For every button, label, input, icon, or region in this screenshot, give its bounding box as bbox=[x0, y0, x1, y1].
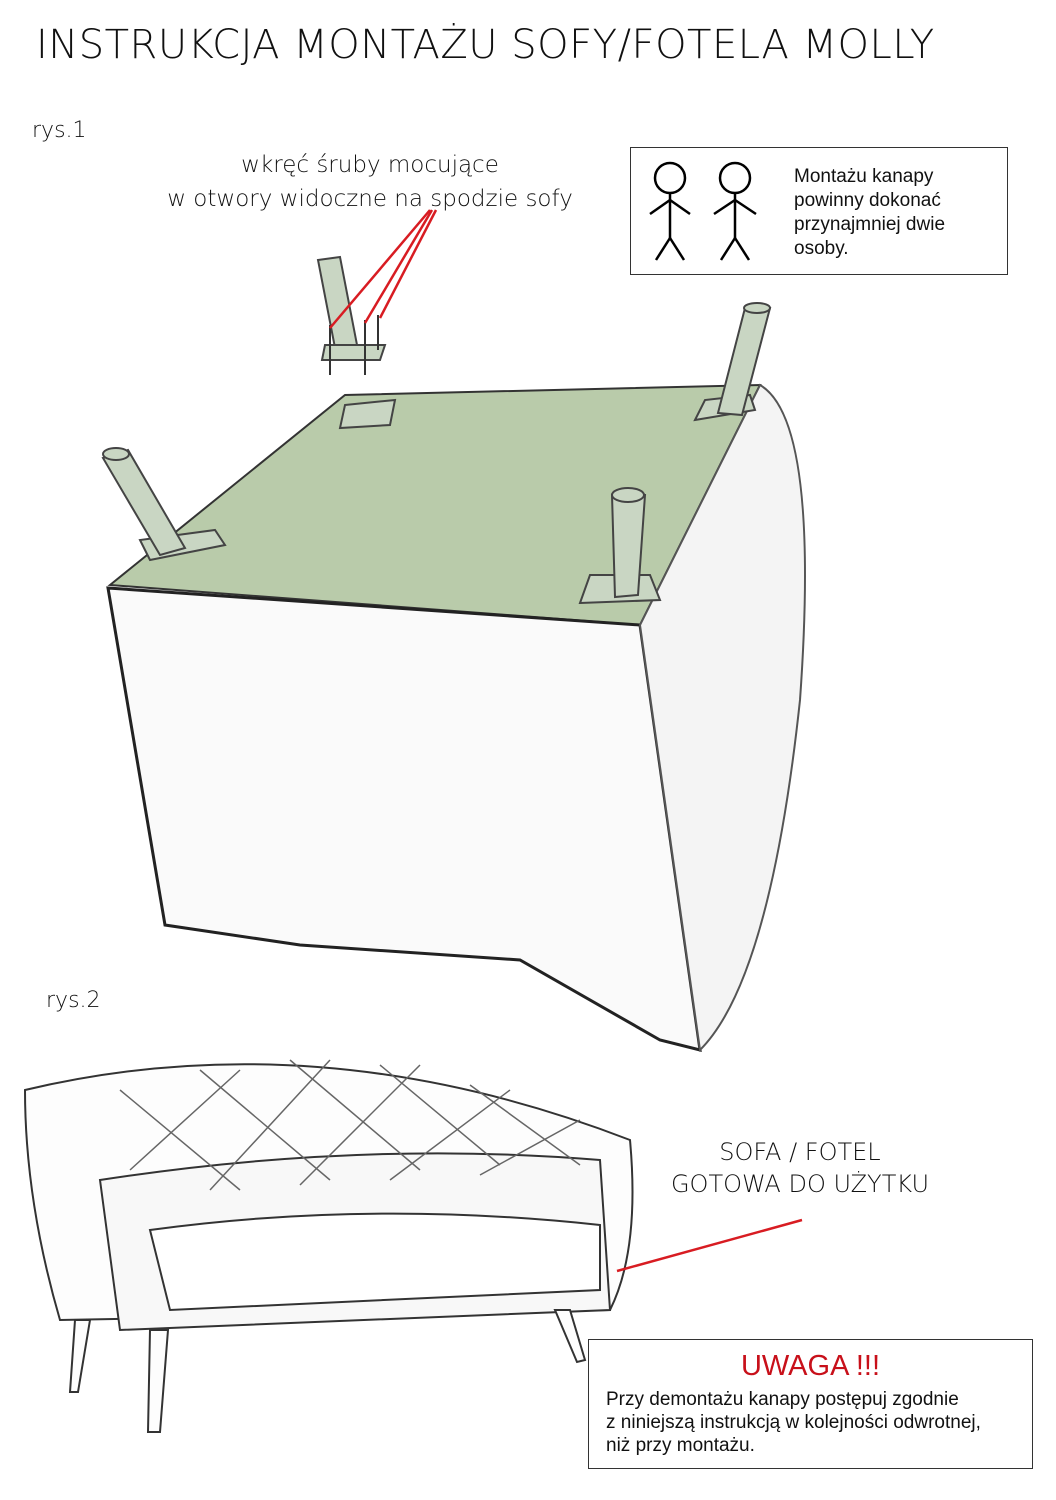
warning-box: UWAGA !!! Przy demontażu kanapy postępuj… bbox=[588, 1339, 1033, 1469]
notice-line: osoby. bbox=[794, 238, 849, 259]
screw-instruction: wkręć śruby mocujące w otwory widoczne n… bbox=[140, 148, 600, 216]
people-notice-text: Montażu kanapy powinny dokonać przynajmn… bbox=[794, 165, 945, 261]
ready-caption: SOFA / FOTEL GOTOWA DO UŻYTKU bbox=[640, 1136, 960, 1200]
instruction-line-1: wkręć śruby mocujące bbox=[241, 152, 499, 178]
two-people-icon bbox=[649, 161, 757, 261]
notice-line: powinny dokonać bbox=[794, 190, 941, 211]
warning-text: Przy demontażu kanapy postępuj zgodnie z… bbox=[606, 1388, 981, 1457]
caption-line-2: GOTOWA DO UŻYTKU bbox=[670, 1170, 930, 1198]
two-people-notice: Montażu kanapy powinny dokonać przynajmn… bbox=[630, 147, 1008, 275]
caption-line-1: SOFA / FOTEL bbox=[719, 1138, 881, 1166]
page-title: INSTRUKCJA MONTAŻU SOFY/FOTELA MOLLY bbox=[36, 22, 935, 68]
warning-title: UWAGA !!! bbox=[740, 1350, 881, 1382]
warning-line: niż przy montażu. bbox=[606, 1435, 755, 1456]
instruction-line-2: w otwory widoczne na spodzie sofy bbox=[167, 186, 573, 212]
warning-line: Przy demontażu kanapy postępuj zgodnie bbox=[606, 1389, 959, 1410]
figure-2-label: rys.2 bbox=[46, 988, 101, 1013]
pointer-line bbox=[616, 1218, 803, 1273]
sofa-upside-down-illustration bbox=[101, 209, 806, 1053]
figure-1-label: rys.1 bbox=[32, 118, 87, 143]
notice-line: przynajmniej dwie bbox=[794, 214, 946, 235]
warning-line: z niniejszą instrukcją w kolejności odwr… bbox=[606, 1412, 981, 1433]
finished-sofa-illustration bbox=[23, 1059, 634, 1433]
notice-line: Montażu kanapy bbox=[794, 166, 934, 187]
